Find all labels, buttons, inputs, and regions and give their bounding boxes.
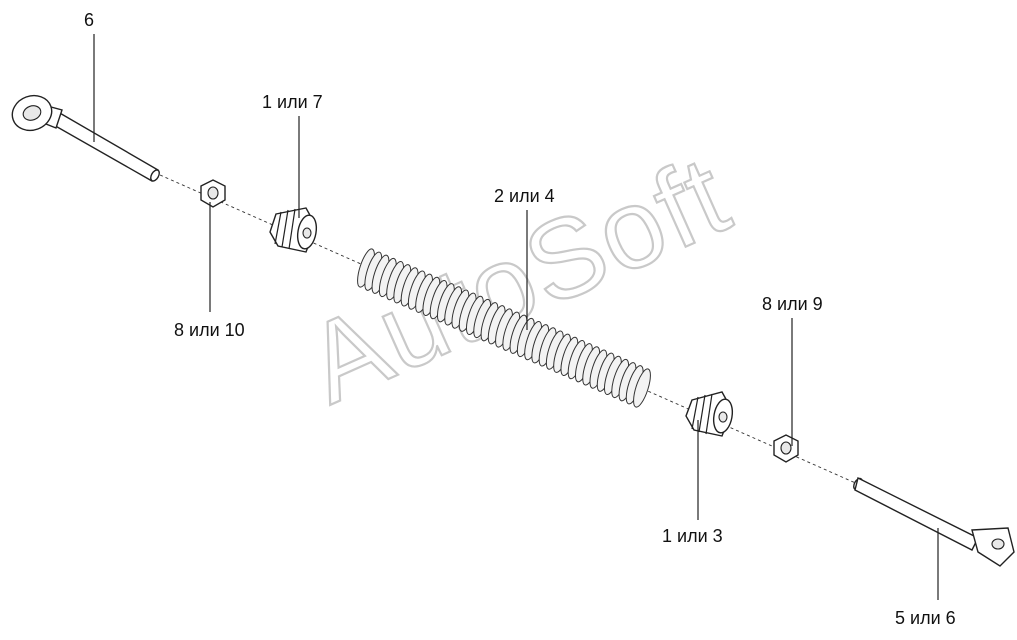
right-bushing — [685, 391, 734, 437]
spring-coil — [633, 368, 651, 408]
callout-nut-right: 8 или 9 — [762, 294, 823, 314]
right-nut — [773, 434, 799, 463]
callout-rod-right: 5 или 6 — [895, 608, 956, 628]
right-rod — [853, 476, 1015, 567]
callout-nut-left: 8 или 10 — [174, 320, 245, 340]
callout-bushing-right: 1 или 3 — [662, 526, 723, 546]
left-nut — [200, 179, 226, 208]
left-bushing — [269, 207, 318, 253]
callout-rod-left: 6 — [84, 10, 94, 30]
callout-bushing-left: 1 или 7 — [262, 92, 323, 112]
callout-spring: 2 или 4 — [494, 186, 555, 206]
spring — [357, 248, 651, 408]
left-rod — [11, 94, 160, 182]
